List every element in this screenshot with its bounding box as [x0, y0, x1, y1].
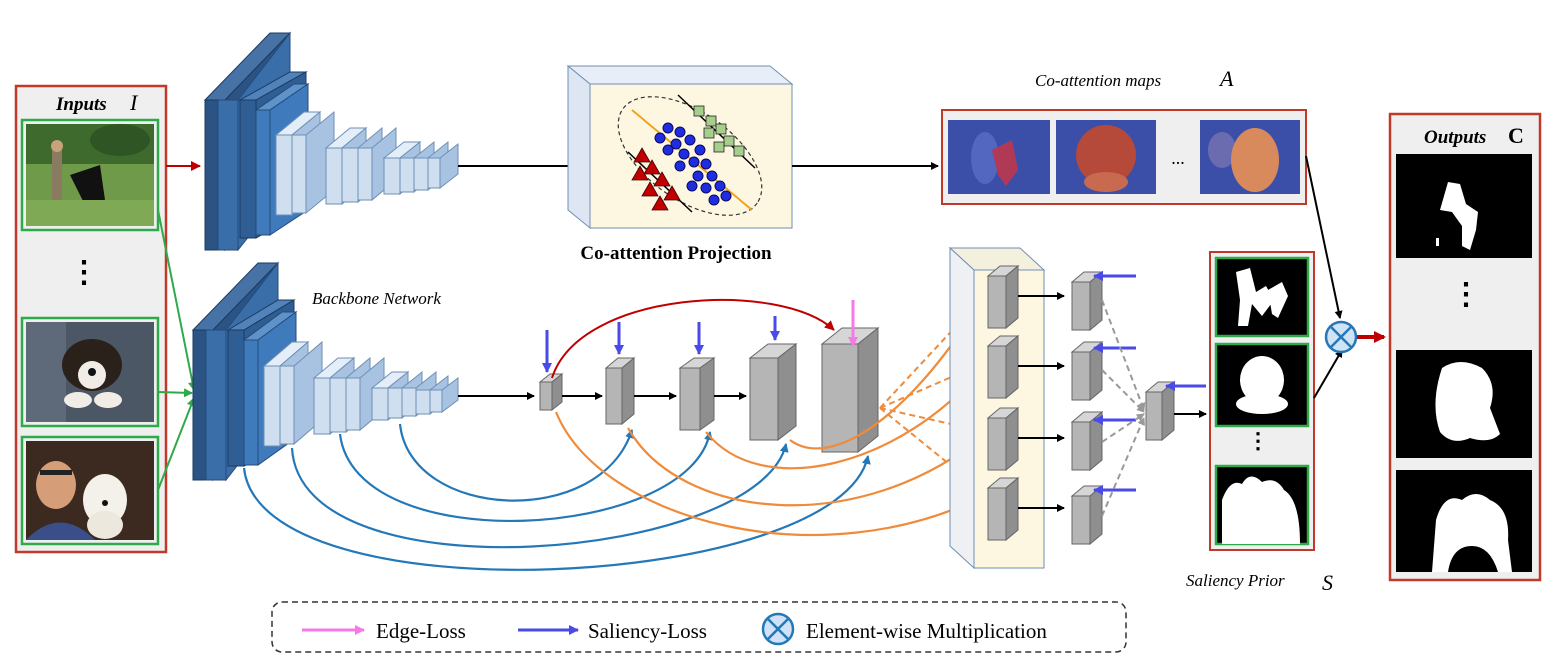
legend-saliency-loss-label: Saliency-Loss: [588, 619, 707, 643]
refine-blocks: [986, 264, 1020, 542]
inputs-label: Inputs: [55, 94, 107, 115]
map-image-2: [1056, 120, 1156, 194]
backbone-label: Backbone Network: [312, 289, 441, 308]
maps-label: Co-attention maps: [1035, 71, 1161, 90]
map-image-3: [1200, 120, 1300, 194]
decoder-saliency-arrows: [542, 316, 780, 373]
input-image-3: [20, 435, 160, 546]
legend-saliency-loss: Saliency-Loss: [518, 619, 707, 643]
output-image-2: [1396, 350, 1532, 458]
maps-ellipsis: ...: [1171, 148, 1185, 168]
inputs-ellipsis: ⋮: [69, 256, 99, 289]
input-image-2: [20, 316, 160, 428]
legend: Edge-Loss Saliency-Loss Element-wise Mul…: [271, 601, 1127, 653]
projection-points-blue: [654, 122, 732, 206]
prior-ellipsis: ⋮: [1247, 428, 1269, 453]
map-image-1: [948, 120, 1050, 194]
backbone-cnn-stack: [191, 261, 459, 482]
prior-image-1: [1214, 256, 1310, 338]
projection-label: Co-attention Projection: [580, 243, 772, 264]
coattention-projection-box: [566, 64, 794, 230]
output-image-3: [1396, 470, 1532, 572]
multiply-icon: [1324, 320, 1358, 354]
inputs-symbol: I: [129, 90, 139, 115]
inputs-panel: Inputs I ⋮: [14, 84, 168, 554]
maps-to-multiply-arrow: [1305, 155, 1343, 319]
refine-to-side-arrows: [1018, 292, 1065, 512]
outputs-panel: Outputs C ⋮: [1388, 112, 1542, 582]
outputs-ellipsis: ⋮: [1451, 278, 1481, 311]
decoder-block-5: [820, 326, 880, 454]
outputs-symbol: C: [1508, 123, 1524, 148]
input-to-backbone-arrows: [157, 209, 197, 491]
legend-multiplication: Element-wise Multiplication: [761, 612, 1047, 646]
side-fusion-arrows: [1101, 299, 1146, 517]
blue-skip-connections: [242, 423, 871, 571]
input-image-1: [20, 118, 160, 232]
decoder-block-2: [604, 356, 636, 426]
saliency-prior-panel: ⋮: [1209, 251, 1315, 551]
projection-points-red: [631, 147, 681, 211]
decoder-block-3: [678, 357, 716, 431]
prior-image-3: [1214, 464, 1310, 546]
output-image-1: [1396, 154, 1532, 258]
legend-multiply-icon: [761, 612, 795, 646]
red-skip-arrow: [551, 298, 835, 379]
prior-label: Saliency Prior: [1186, 571, 1285, 590]
side-saliency-arrows: [1093, 271, 1206, 495]
prior-image-2: [1214, 342, 1310, 428]
outputs-label: Outputs: [1424, 127, 1486, 148]
coattention-maps-panel: ...: [941, 109, 1307, 205]
projection-points-green: [693, 105, 745, 157]
prior-symbol: S: [1322, 570, 1333, 595]
decoder-block-4: [748, 342, 798, 442]
refinement-panel: [948, 246, 1046, 570]
legend-edge-loss: Edge-Loss: [302, 619, 466, 643]
legend-multiplication-label: Element-wise Multiplication: [806, 619, 1047, 643]
legend-edge-loss-label: Edge-Loss: [376, 619, 466, 643]
maps-symbol: A: [1218, 66, 1234, 91]
side-output-blocks: [1070, 270, 1176, 546]
top-cnn-stack: [203, 31, 459, 252]
decoder-block-1: [538, 372, 564, 412]
prior-to-multiply-arrow: [1313, 349, 1343, 399]
decoder-blocks: [538, 326, 880, 454]
